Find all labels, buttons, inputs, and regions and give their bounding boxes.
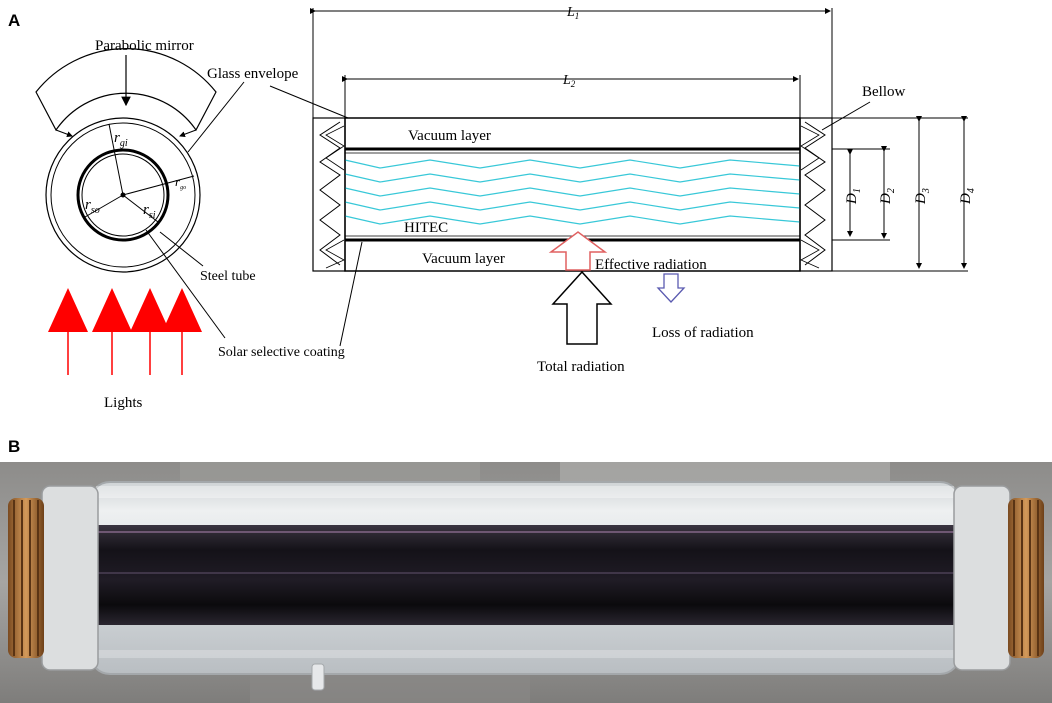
glass-envelope-label: Glass envelope <box>207 66 299 82</box>
photo-receiver-tube <box>0 462 1052 703</box>
cross-section: Parabolic mirror rgi rgo rso rsi Steel t… <box>35 38 345 411</box>
end-cap-left <box>41 485 99 671</box>
L2-label: L2 <box>562 73 576 89</box>
copper-coils-left <box>8 498 44 658</box>
steel-tube-circle <box>76 148 170 242</box>
mirror-right-arrow <box>179 129 197 138</box>
hitec-fluid-waves <box>344 159 801 225</box>
steel-tube-leader <box>159 231 204 267</box>
light-arrow-4 <box>162 288 202 332</box>
effective-radiation-label: Effective radiation <box>595 257 707 273</box>
longitudinal-section: L1 L2 <box>269 5 977 375</box>
bellow-label: Bellow <box>862 84 905 100</box>
bellow-left <box>312 117 346 272</box>
end-cap-right <box>953 485 1011 671</box>
D2-label: D2 <box>878 188 897 205</box>
loss-radiation-arrow <box>656 273 686 303</box>
r-si-label: rsi <box>143 202 156 221</box>
glass-outer-circle <box>45 117 201 273</box>
mirror-left-arrow <box>55 129 73 138</box>
hitec-label: HITEC <box>404 220 448 236</box>
D3-label: D3 <box>913 188 932 205</box>
solar-coating-label: Solar selective coating <box>218 345 345 360</box>
total-radiation-label: Total radiation <box>537 359 625 375</box>
total-radiation-arrow <box>551 270 613 345</box>
parabolic-mirror-shape <box>35 47 217 132</box>
coating-leader <box>145 229 226 339</box>
r-si-line <box>122 194 159 223</box>
parabolic-mirror-label: Parabolic mirror <box>95 38 194 54</box>
r-gi-label: rgi <box>114 130 128 149</box>
D4-label: D4 <box>958 188 977 205</box>
light-arrow-2 <box>92 288 132 332</box>
r-so-line <box>84 194 124 218</box>
L1-label: L1 <box>566 5 579 21</box>
r-so-label: rso <box>85 197 100 216</box>
r-go-label: rgo <box>175 174 186 191</box>
bellow-leader <box>821 101 871 131</box>
effective-radiation-arrow <box>548 231 608 271</box>
lights-label: Lights <box>104 395 142 411</box>
copper-coils-right <box>1008 498 1044 658</box>
r-go-line <box>122 175 195 196</box>
r-gi-line <box>108 123 124 196</box>
panel-label-b: B <box>8 437 20 456</box>
glass-envelope-leader <box>187 81 245 153</box>
steel-tube-label: Steel tube <box>200 269 256 284</box>
vacuum-layer-top-label: Vacuum layer <box>408 128 491 144</box>
absorber-tube <box>96 525 954 625</box>
panel-label-a: A <box>8 11 20 30</box>
steel-tube-inner-circle <box>81 153 165 237</box>
D1-label: D1 <box>844 188 863 205</box>
light-arrows <box>48 288 202 375</box>
glass-inner-circle <box>50 122 196 268</box>
light-arrow-3 <box>130 288 170 332</box>
loss-radiation-label: Loss of radiation <box>652 325 754 341</box>
vacuum-layer-bottom-label: Vacuum layer <box>422 251 505 267</box>
light-arrow-1 <box>48 288 88 332</box>
